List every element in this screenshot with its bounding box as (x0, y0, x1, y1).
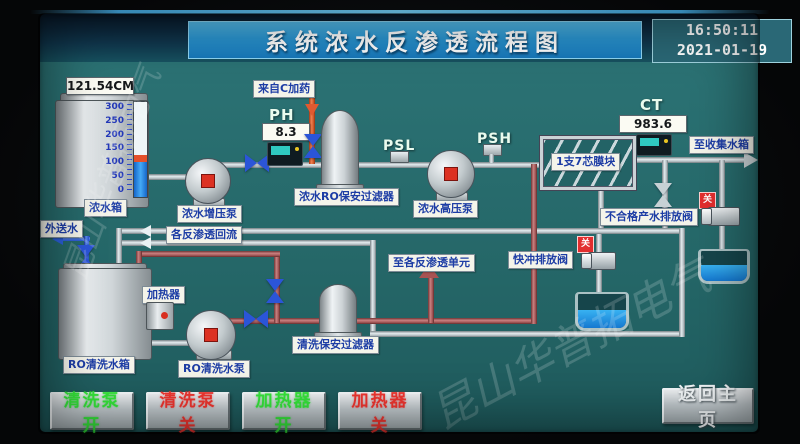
clean-tank-body (58, 268, 152, 360)
flush-valve-icon (581, 252, 616, 270)
pipe-bad-water-stem (719, 225, 725, 251)
clock-date: 2021-01-19 (676, 41, 768, 59)
flow-arrow-left-icon (140, 237, 151, 249)
valve-icon (304, 134, 322, 158)
clean-tank-label: RO清洗水箱 (63, 356, 135, 374)
valve-icon (266, 279, 284, 303)
membrane-label: 1支7芯膜块 (551, 153, 621, 171)
pipe-membrane-bottom (598, 180, 604, 234)
level-gauge (133, 101, 148, 198)
flow-arrow-left-icon (140, 225, 151, 237)
clock-time: 16:50:11 (685, 21, 759, 39)
pipe-outwater-h (62, 236, 90, 241)
valve-icon (245, 154, 269, 172)
drain-basin (698, 249, 750, 284)
heater-off-button[interactable]: 加热器关 (338, 391, 422, 435)
ro-filter-vessel (321, 110, 359, 188)
pipe-ro-return-2 (116, 240, 376, 246)
screen-edge-glow (30, 10, 770, 14)
pipe-tank-to-booster (146, 174, 190, 180)
heater-on-button[interactable]: 加热器开 (242, 391, 326, 435)
ph-label: PH (269, 106, 295, 124)
pipe-cleantank-to-pump (148, 340, 190, 346)
pipe-bottom-run (370, 331, 685, 337)
conc-tank-label: 浓水箱 (84, 199, 127, 217)
pipe-clean-supply (220, 318, 533, 324)
booster-pump-label: 浓水增压泵 (177, 205, 242, 223)
valve-icon (244, 310, 268, 328)
pipe-clean-return-drop (136, 251, 142, 271)
flush-valve-status: 关 (577, 236, 594, 253)
psl-label: PSL (383, 138, 416, 154)
level-scale: 300 250 200 150 100 50 0 (105, 102, 124, 195)
pipe-dosing (309, 96, 315, 164)
home-button[interactable]: 返回主页 (662, 384, 754, 430)
hp-pump (427, 150, 475, 198)
clean-pump (186, 310, 236, 360)
outwater-arrow-left-icon (52, 233, 63, 245)
to-collect-label: 至收集水箱 (689, 136, 754, 154)
psl-sensor-icon (390, 151, 409, 163)
clock-panel: 16:50:11 2021-01-19 (652, 19, 792, 63)
bad-water-valve-icon (701, 207, 740, 226)
manual-valve-icon (654, 183, 672, 207)
hp-pump-label: 浓水高压泵 (413, 200, 478, 218)
pipe-to-ro-units (428, 278, 434, 323)
ct-value: 983.6 (619, 115, 687, 133)
clean-pump-off-button[interactable]: 清洗泵关 (146, 391, 230, 435)
bad-valve-label: 不合格产水排放阀 (600, 208, 698, 226)
drain-basin (575, 292, 629, 331)
level-ticks (127, 104, 132, 194)
pipe-clean-return (136, 251, 280, 257)
ro-return-label: 各反渗透回流 (166, 226, 242, 244)
pipe-right-downcomer (679, 228, 685, 337)
flow-arrow-down-icon (305, 104, 319, 116)
to-units-label: 至各反渗透单元 (388, 254, 475, 272)
pipe-product (626, 157, 746, 163)
dosing-label: 来自C加药 (253, 80, 316, 98)
outwater-label: 外送水 (40, 220, 83, 238)
flush-valve-label: 快冲排放阀 (508, 251, 573, 269)
level-fill (134, 161, 147, 197)
pipe-ro-return-1 (116, 228, 685, 234)
ct-transmitter-icon (636, 134, 672, 156)
pipe-clean-riser (531, 164, 537, 324)
booster-pump (185, 158, 231, 204)
level-readout: 121.54CM (66, 77, 135, 95)
page-title: 系统浓水反渗透流程图 (188, 21, 642, 59)
ph-value: 8.3 (262, 123, 310, 141)
pipe-drop-bad-water (719, 160, 725, 210)
psh-label: PSH (477, 131, 513, 147)
clean-pump-label: RO清洗水泵 (178, 360, 250, 378)
ct-label: CT (640, 96, 664, 114)
clean-filter-label: 清洗保安过滤器 (292, 336, 379, 354)
ro-filter-label: 浓水RO保安过滤器 (294, 188, 399, 206)
clean-pump-on-button[interactable]: 清洗泵开 (50, 391, 134, 435)
flow-arrow-right-icon (744, 152, 758, 168)
ph-transmitter-icon (267, 142, 303, 166)
pipe-into-clean-tank (116, 228, 122, 270)
clean-filter-vessel (319, 284, 357, 336)
heater-icon (146, 302, 174, 330)
level-cap (134, 154, 147, 162)
psh-stem (489, 154, 494, 163)
pipe-return-riser (370, 240, 376, 336)
pipe-main-process (214, 162, 544, 168)
